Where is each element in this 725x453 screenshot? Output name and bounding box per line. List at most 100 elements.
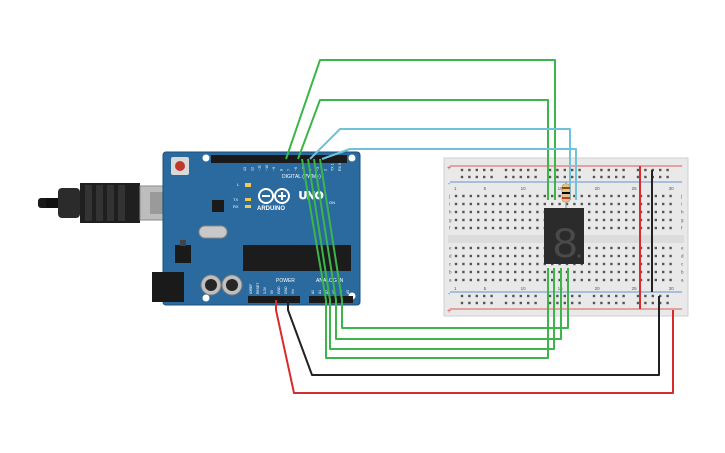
breadboard-hole[interactable] [625, 194, 628, 198]
breadboard-hole[interactable] [602, 226, 606, 230]
breadboard-hole[interactable] [654, 270, 657, 274]
breadboard-hole[interactable] [528, 254, 532, 258]
power-jack[interactable] [152, 272, 184, 302]
breadboard-hole[interactable] [662, 218, 665, 222]
breadboard-hole[interactable] [499, 202, 502, 206]
breadboard-hole[interactable] [491, 254, 495, 258]
rail-hole[interactable] [659, 294, 662, 298]
rail-hole[interactable] [622, 301, 625, 305]
breadboard-hole[interactable] [595, 210, 598, 214]
breadboard-hole[interactable] [669, 226, 672, 230]
breadboard-hole[interactable] [617, 270, 620, 274]
breadboard-hole[interactable] [462, 278, 465, 282]
breadboard-hole[interactable] [617, 254, 620, 258]
breadboard-hole[interactable] [580, 278, 583, 282]
rail-hole[interactable] [571, 175, 574, 179]
breadboard-hole[interactable] [565, 202, 569, 206]
rail-hole[interactable] [512, 168, 515, 172]
breadboard-hole[interactable] [514, 202, 517, 206]
breadboard-hole[interactable] [573, 270, 576, 274]
breadboard-hole[interactable] [669, 210, 672, 214]
rail-hole[interactable] [475, 175, 478, 179]
rail-hole[interactable] [615, 301, 618, 305]
rail-hole[interactable] [622, 294, 625, 298]
breadboard-hole[interactable] [454, 210, 458, 214]
breadboard-hole[interactable] [536, 254, 539, 258]
breadboard-hole[interactable] [654, 254, 657, 258]
breadboard-hole[interactable] [625, 210, 628, 214]
breadboard-hole[interactable] [595, 226, 598, 230]
breadboard-hole[interactable] [506, 254, 509, 258]
breadboard-hole[interactable] [477, 210, 480, 214]
breadboard-hole[interactable] [484, 194, 487, 198]
breadboard-hole[interactable] [469, 262, 472, 266]
rail-hole[interactable] [659, 301, 662, 305]
breadboard-hole[interactable] [521, 218, 524, 222]
rail-hole[interactable] [490, 301, 493, 305]
rail-hole[interactable] [578, 294, 581, 298]
rail-hole[interactable] [578, 168, 581, 172]
breadboard-hole[interactable] [506, 218, 509, 222]
breadboard-hole[interactable] [469, 226, 472, 230]
rail-hole[interactable] [666, 294, 669, 298]
rail-hole[interactable] [571, 168, 574, 172]
rail-hole[interactable] [460, 294, 464, 298]
breadboard-hole[interactable] [543, 278, 546, 282]
rail-hole[interactable] [592, 294, 596, 298]
rail-hole[interactable] [607, 168, 610, 172]
seven-segment-display[interactable]: 8 [544, 208, 584, 271]
breadboard-hole[interactable] [514, 262, 517, 266]
breadboard-hole[interactable] [595, 246, 598, 250]
breadboard-hole[interactable] [454, 194, 458, 198]
rail-hole[interactable] [563, 175, 566, 179]
breadboard-hole[interactable] [669, 262, 672, 266]
wire-cyan-1[interactable] [309, 128, 571, 200]
breadboard-hole[interactable] [647, 218, 650, 222]
breadboard-hole[interactable] [632, 254, 635, 258]
breadboard-hole[interactable] [514, 278, 517, 282]
rail-hole[interactable] [607, 175, 610, 179]
breadboard-hole[interactable] [632, 270, 635, 274]
breadboard-hole[interactable] [484, 218, 487, 222]
rail-hole[interactable] [490, 175, 493, 179]
breadboard-hole[interactable] [654, 278, 657, 282]
rail-hole[interactable] [592, 168, 596, 172]
breadboard-hole[interactable] [528, 270, 532, 274]
breadboard-hole[interactable] [477, 202, 480, 206]
rail-hole[interactable] [519, 294, 522, 298]
breadboard-hole[interactable] [647, 202, 650, 206]
rail-hole[interactable] [519, 168, 522, 172]
rail-hole[interactable] [460, 175, 464, 179]
rail-hole[interactable] [666, 301, 669, 305]
resistor[interactable] [561, 182, 571, 208]
analog-header[interactable] [309, 296, 353, 303]
breadboard-hole[interactable] [617, 262, 620, 266]
breadboard-hole[interactable] [632, 194, 635, 198]
breadboard-hole[interactable] [469, 210, 472, 214]
rail-hole[interactable] [468, 175, 471, 179]
breadboard-hole[interactable] [654, 210, 657, 214]
breadboard-hole[interactable] [551, 278, 554, 282]
breadboard-hole[interactable] [602, 254, 606, 258]
breadboard-hole[interactable] [484, 278, 487, 282]
breadboard-hole[interactable] [610, 262, 613, 266]
breadboard-hole[interactable] [499, 278, 502, 282]
rail-hole[interactable] [534, 168, 537, 172]
rail-hole[interactable] [666, 175, 669, 179]
breadboard-hole[interactable] [669, 202, 672, 206]
breadboard-hole[interactable] [588, 218, 591, 222]
breadboard-hole[interactable] [588, 246, 591, 250]
breadboard-hole[interactable] [654, 202, 657, 206]
breadboard-hole[interactable] [588, 254, 591, 258]
breadboard-hole[interactable] [514, 270, 517, 274]
rail-hole[interactable] [651, 301, 654, 305]
breadboard-hole[interactable] [528, 194, 532, 198]
breadboard-hole[interactable] [632, 226, 635, 230]
breadboard-hole[interactable] [499, 254, 502, 258]
breadboard-hole[interactable] [595, 270, 598, 274]
rail-hole[interactable] [659, 175, 662, 179]
reset-button[interactable] [175, 161, 185, 171]
breadboard-hole[interactable] [610, 202, 613, 206]
breadboard-hole[interactable] [654, 246, 657, 250]
rail-hole[interactable] [622, 175, 625, 179]
